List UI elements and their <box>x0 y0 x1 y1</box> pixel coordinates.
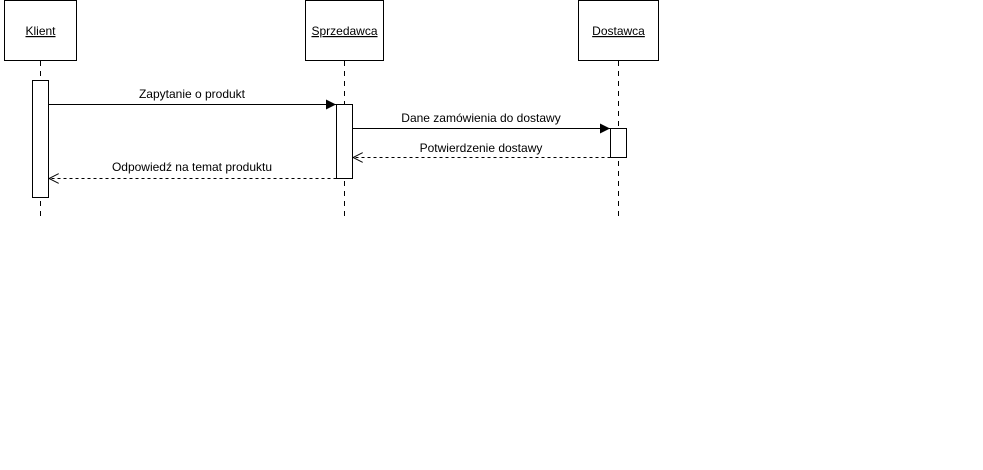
participant-label-klient: Klient <box>25 24 56 38</box>
message-label-odpowiedz: Odpowiedź na temat produktu <box>112 160 272 174</box>
message-potwierdzenie: Potwierdzenie dostawy <box>353 141 611 158</box>
activation-sprzedawca <box>336 104 353 179</box>
message-label-dane-zamowienia: Dane zamówienia do dostawy <box>401 111 560 125</box>
message-label-potwierdzenie: Potwierdzenie dostawy <box>420 141 543 155</box>
participant-box-dostawca <box>578 0 659 61</box>
participant-box-sprzedawca <box>305 0 384 61</box>
participant-box-klient <box>4 0 77 61</box>
message-dane-zamowienia: Dane zamówienia do dostawy <box>352 111 610 134</box>
participant-label-sprzedawca: Sprzedawca <box>311 24 377 38</box>
participant-sprzedawca: Sprzedawca <box>305 0 384 216</box>
activation-dostawca <box>610 128 627 158</box>
participant-dostawca: Dostawca <box>578 0 659 216</box>
participant-label-dostawca: Dostawca <box>592 24 645 38</box>
message-odpowiedz: Odpowiedź na temat produktu <box>49 160 337 179</box>
participant-klient: Klient <box>4 0 77 216</box>
message-label-zapytanie: Zapytanie o produkt <box>139 87 246 101</box>
message-zapytanie: Zapytanie o produkt <box>48 87 336 110</box>
activation-klient <box>32 80 49 198</box>
